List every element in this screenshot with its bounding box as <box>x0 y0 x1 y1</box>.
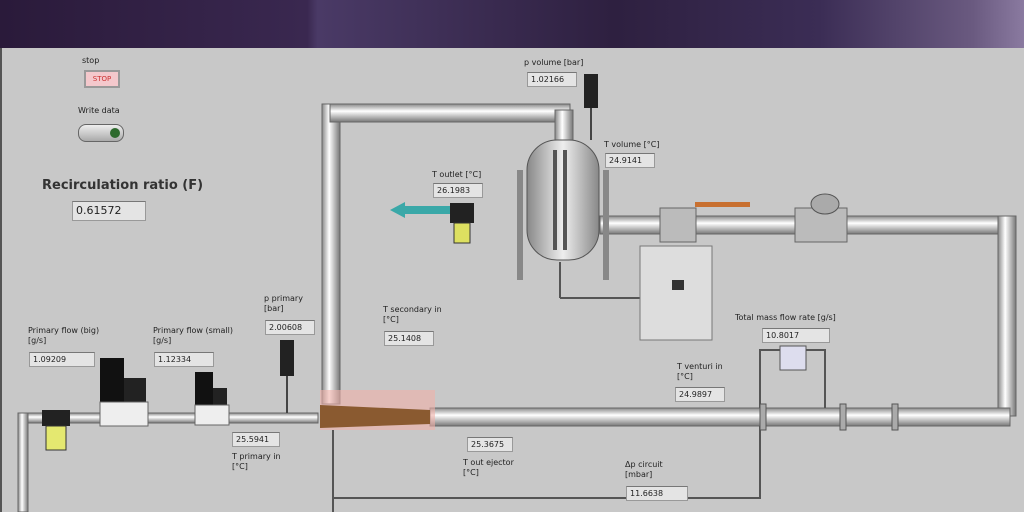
p-primary-label: p primary [bar] <box>264 294 303 313</box>
tank <box>517 139 609 280</box>
toggle-led-icon <box>110 128 120 138</box>
stop-label: stop <box>82 56 100 65</box>
flow-meters <box>99 358 230 427</box>
video-strip <box>0 0 1024 48</box>
flow-big-label: Primary flow (big) [g/s] <box>28 326 100 345</box>
recirculation-ratio-label: Recirculation ratio (F) <box>42 178 204 193</box>
filters <box>42 203 474 451</box>
pipes <box>17 103 1017 512</box>
p-volume-label: p volume [bar] <box>524 58 584 67</box>
flow-small-label: Primary flow (small) [g/s] <box>153 326 234 345</box>
total-flow-value: 10.8017 <box>762 328 830 343</box>
t-out-ejector-value: 25.3675 <box>467 437 513 452</box>
control-cabinet <box>639 245 713 341</box>
total-flow-label: Total mass flow rate [g/s] <box>735 313 836 322</box>
write-data-toggle[interactable] <box>78 124 124 142</box>
t-primary-label: T primary in [°C] <box>232 452 281 471</box>
t-venturi-value: 24.9897 <box>675 387 725 402</box>
outlet-arrow <box>390 202 450 218</box>
p-volume-value: 1.02166 <box>527 72 577 87</box>
stop-button[interactable]: STOP <box>84 70 120 88</box>
t-outlet-label: T outlet [°C] <box>432 170 482 179</box>
t-outlet-value: 26.1983 <box>433 183 483 198</box>
valves <box>280 74 899 431</box>
t-venturi-label: T venturi in [°C] <box>677 362 723 381</box>
t-secondary-value: 25.1408 <box>384 331 434 346</box>
dp-circuit-value: 11.6638 <box>626 486 688 501</box>
flow-big-value: 1.09209 <box>29 352 95 367</box>
t-out-ejector-label: T out ejector [°C] <box>463 458 514 477</box>
t-volume-value: 24.9141 <box>605 153 655 168</box>
t-primary-value: 25.5941 <box>232 432 280 447</box>
write-data-label: Write data <box>78 106 120 115</box>
t-volume-label: T volume [°C] <box>604 140 660 149</box>
front-panel <box>0 48 1024 512</box>
recirculation-ratio-value: 0.61572 <box>72 201 146 221</box>
p-primary-value: 2.00608 <box>265 320 315 335</box>
t-secondary-label: T secondary in [°C] <box>383 305 442 324</box>
dp-circuit-label: Δp circuit [mbar] <box>625 460 663 479</box>
flow-small-value: 1.12334 <box>154 352 214 367</box>
